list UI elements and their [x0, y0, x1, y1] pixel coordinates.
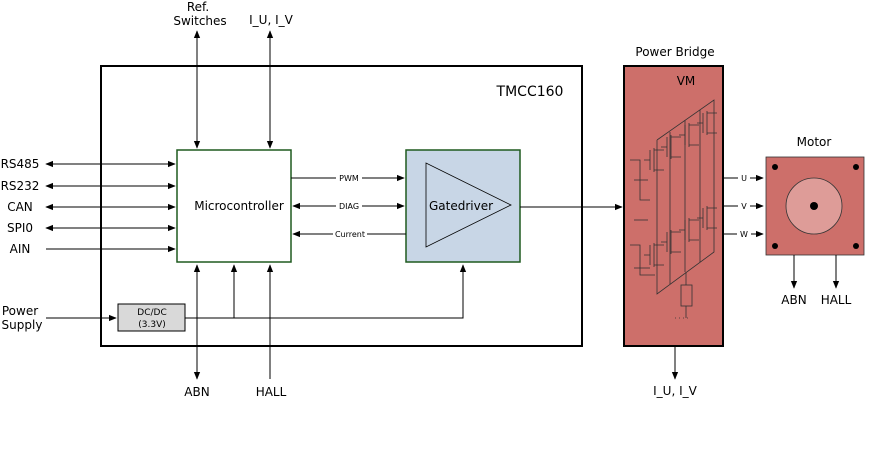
- tmcc160-title: TMCC160: [496, 84, 564, 100]
- hall-bottom-label: HALL: [256, 385, 287, 399]
- motor-title: Motor: [797, 135, 832, 149]
- ref-switches-label-line1: Ref.: [187, 0, 209, 14]
- current-label: Current: [335, 230, 365, 239]
- power-bridge-block: [623, 65, 724, 347]
- power-supply-label-line1: Power: [2, 304, 38, 318]
- ain-label: AIN: [10, 242, 31, 256]
- power-supply-label-line2: Supply: [2, 318, 43, 332]
- ref-switches-label-line2: Switches: [173, 14, 226, 28]
- phase-v-label: V: [741, 202, 747, 211]
- microcontroller-block: [176, 149, 292, 263]
- iu-iv-bottom-label: I_U, I_V: [653, 384, 697, 398]
- motor-shaft: [810, 202, 818, 210]
- motor-screw-br: [853, 243, 859, 249]
- diag-label: DIAG: [339, 202, 359, 211]
- rs485-label: RS485: [1, 157, 40, 171]
- iu-iv-top-label: I_U, I_V: [249, 13, 293, 27]
- motor-screw-tr: [853, 164, 859, 170]
- can-label: CAN: [7, 200, 33, 214]
- microcontroller-label: Microcontroller: [194, 199, 284, 213]
- phase-w-label: W: [740, 230, 748, 239]
- gatedriver-label: Gatedriver: [429, 199, 493, 213]
- spi0-label: SPI0: [7, 221, 33, 235]
- gatedriver-amplifier-symbol: [425, 162, 512, 248]
- hall-motor-label: HALL: [821, 293, 852, 307]
- gatedriver-block: [405, 149, 521, 263]
- vm-label: VM: [677, 74, 696, 88]
- dcdc-output-line: [185, 264, 467, 319]
- dcdc-label-line2: (3.3V): [138, 320, 166, 330]
- abn-motor-label: ABN: [781, 293, 806, 307]
- power-bridge-title: Power Bridge: [635, 45, 714, 59]
- motor-screw-tl: [772, 164, 778, 170]
- phase-u-label: U: [741, 174, 747, 183]
- dcdc-label-line1: DC/DC: [137, 308, 166, 318]
- motor-screw-bl: [772, 243, 778, 249]
- bridge-schematic: [630, 99, 717, 319]
- rs232-label: RS232: [1, 179, 40, 193]
- pwm-label: PWM: [339, 174, 359, 183]
- abn-bottom-label: ABN: [184, 385, 209, 399]
